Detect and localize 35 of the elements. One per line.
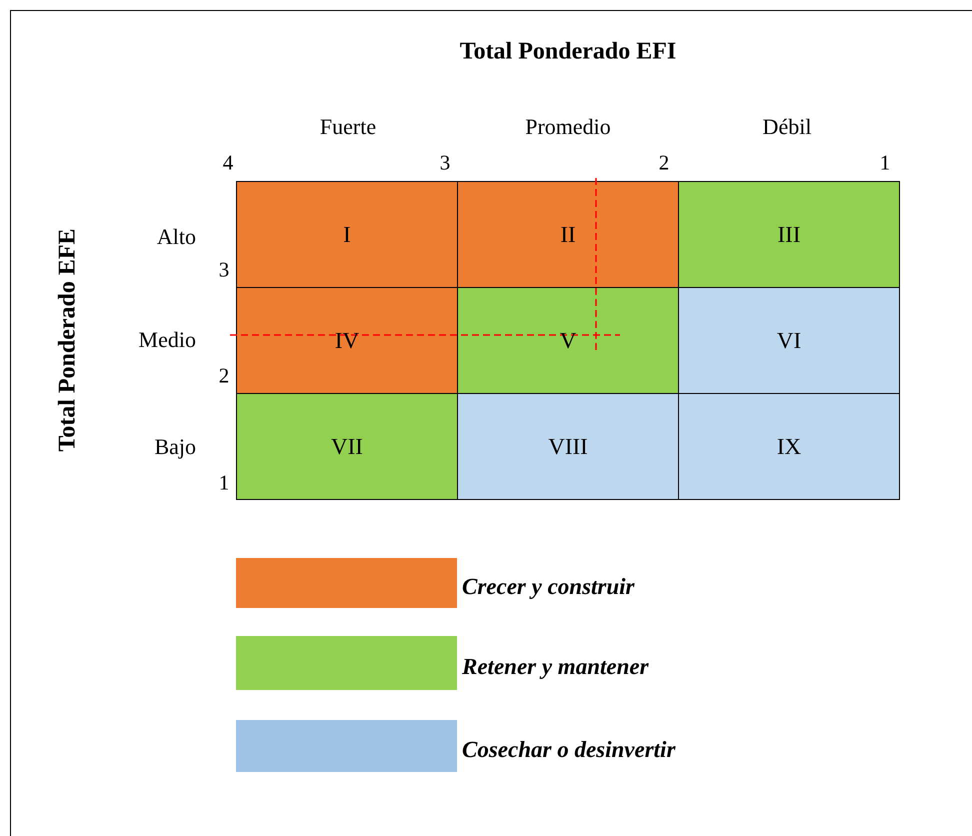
matrix-cell [457,393,679,500]
axis-label: Alto [156,224,196,250]
matrix-cell [236,287,458,394]
legend-label: Crecer y construir [462,574,634,600]
legend-label: Cosechar o desinvertir [462,737,676,763]
cell-label: III [778,222,800,248]
matrix-cell [678,181,900,288]
legend-label: Retener y mantener [462,654,649,680]
axis-label: Débil [762,114,812,140]
axis-label: 2 [218,364,230,388]
axis-title: Total Ponderado EFI [460,38,676,66]
matrix-cell [678,393,900,500]
axis-label: 3 [440,150,450,176]
matrix-cell [236,393,458,500]
matrix-cell [457,181,679,288]
axis-label: Promedio [525,114,611,140]
matrix-cell [457,287,679,394]
cell-label: I [343,222,351,248]
axis-label: 1 [880,150,890,176]
axis-label: 2 [658,150,670,176]
matrix-cell [236,181,458,288]
cell-label: II [560,222,576,248]
axis-label: 4 [222,150,234,176]
matrix-cell [678,287,900,394]
axis-label: Fuerte [320,114,376,140]
cell-label: VIII [548,434,588,460]
cell-label: VI [776,328,802,354]
axis-label: 1 [218,470,230,496]
axis-label: Medio [138,327,196,353]
cell-label: VII [331,434,363,460]
axis-title: Total Ponderado EFE [54,228,82,452]
cell-label: IV [334,328,360,354]
axis-label: Bajo [154,434,196,460]
cell-label: IX [776,434,802,460]
axis-label: 3 [218,258,230,282]
